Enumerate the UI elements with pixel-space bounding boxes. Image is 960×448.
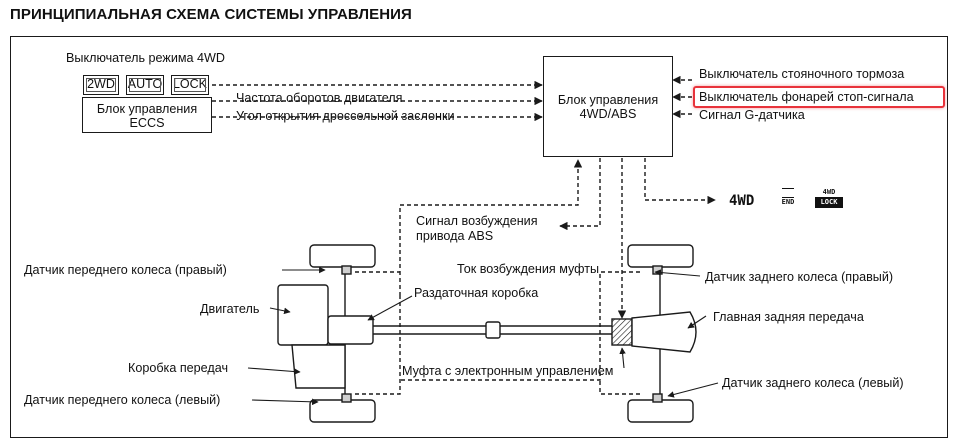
mode-2wd-button[interactable]: 2WD: [83, 75, 119, 95]
indicator-end-icon: END: [780, 188, 796, 206]
control-unit-line-1: Блок управления: [557, 93, 659, 107]
indicator-4wd-lock-icon: 4WD LOCK: [815, 188, 843, 208]
em-clutch-label: Муфта с электронным управлением: [402, 364, 614, 378]
stop-lamp-highlight: [693, 86, 945, 108]
diagram-frame: [10, 36, 948, 438]
control-unit-line-2: 4WD/ABS: [579, 107, 637, 121]
rear-diff-label: Главная задняя передача: [713, 310, 864, 324]
eccs-control-box: Блок управления ECCS: [82, 97, 212, 133]
eccs-line-1: Блок управления: [96, 102, 198, 116]
stop-lamp-signal: Выключатель фонарей стоп-сигнала: [699, 90, 914, 104]
abs-signal-line-1: Сигнал возбуждения: [416, 214, 538, 228]
indicator-end-text: END: [781, 198, 795, 206]
transfer-case-label: Раздаточная коробка: [414, 286, 539, 300]
indicator-4wd: 4WD: [729, 193, 755, 209]
g-sensor-signal: Сигнал G-датчика: [699, 108, 805, 122]
engine-speed-signal: Частота оборотов двигателя: [236, 91, 403, 105]
rear-right-sensor-label: Датчик заднего колеса (правый): [705, 270, 894, 284]
abs-signal-line-2: привода ABS: [416, 229, 494, 243]
indicator-lock-top: 4WD: [822, 188, 836, 196]
front-right-sensor-label: Датчик переднего колеса (правый): [24, 263, 227, 277]
front-left-sensor-label: Датчик переднего колеса (левый): [24, 393, 221, 407]
rear-left-sensor-label: Датчик заднего колеса (левый): [722, 376, 904, 390]
page-title: ПРИНЦИПИАЛЬНАЯ СХЕМА СИСТЕМЫ УПРАВЛЕНИЯ: [10, 6, 412, 23]
parking-brake-signal: Выключатель стояночного тормоза: [699, 67, 905, 81]
engine-label: Двигатель: [200, 302, 260, 316]
control-unit-4wd-abs: Блок управления 4WD/ABS: [543, 56, 673, 157]
gearbox-label: Коробка передач: [128, 361, 229, 375]
mode-switch-label: Выключатель режима 4WD: [66, 51, 226, 65]
mode-auto-button[interactable]: AUTO: [126, 75, 164, 95]
throttle-signal: Угол открытия дроссельной заслонки: [236, 109, 455, 123]
eccs-line-2: ECCS: [129, 116, 165, 130]
mode-lock-button[interactable]: LOCK: [171, 75, 209, 95]
clutch-current-label: Ток возбуждения муфты: [457, 262, 600, 276]
indicator-lock-bottom: LOCK: [815, 197, 843, 208]
